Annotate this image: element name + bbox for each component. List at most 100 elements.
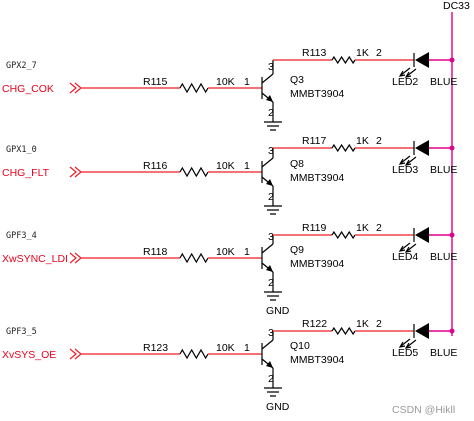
- supply-label: DC33: [443, 0, 470, 12]
- led-color-label: BLUE: [430, 76, 457, 88]
- led-icon: [415, 52, 429, 68]
- port-arrow-icon: [69, 82, 82, 94]
- led-color-label: BLUE: [430, 251, 457, 263]
- base-pin-number: 1: [244, 160, 250, 172]
- led-resistor-symbol: [331, 230, 356, 240]
- ground-icon: [264, 205, 282, 215]
- signal-name: XwSYNC_LDI: [2, 253, 68, 265]
- led-resistor-pin: 2: [376, 318, 382, 330]
- transistor-collector: [261, 73, 274, 84]
- led-resistor-value: 1K: [356, 135, 369, 147]
- led-ref: LED3: [392, 164, 418, 176]
- junction-dot-icon: [449, 145, 455, 151]
- transistor-collector: [261, 339, 274, 350]
- ground-icon: [264, 291, 282, 301]
- led-resistor-ref: R122: [302, 318, 327, 330]
- transistor-collector: [261, 157, 274, 168]
- transistor-part-number: MMBT3904: [290, 354, 344, 366]
- collector-pin-number: 3: [268, 61, 274, 73]
- base-resistor-ref: R116: [143, 160, 167, 172]
- transistor-ref: Q3: [290, 74, 304, 86]
- power-rail: DC33: [443, 0, 470, 336]
- led-color-label: BLUE: [430, 347, 457, 359]
- led-ref: LED4: [392, 251, 418, 263]
- transistor-collector: [261, 243, 274, 254]
- collector-pin-number: 3: [268, 231, 274, 243]
- gpio-label: GPX2_7: [6, 61, 37, 71]
- emitter-pin-number: 2: [268, 373, 274, 385]
- led-resistor-ref: R119: [302, 222, 326, 234]
- led-resistor-value: 1K: [356, 318, 369, 330]
- base-pin-number: 1: [244, 246, 250, 258]
- led-emission-icon: [398, 155, 417, 166]
- emitter-arrow-icon: [266, 265, 273, 272]
- watermark: CSDN @Hikll: [392, 404, 455, 416]
- led-icon: [415, 227, 429, 243]
- base-resistor-value: 10K: [216, 160, 235, 172]
- signal-name: XvSYS_OE: [2, 349, 56, 361]
- led-emission-icon: [398, 242, 417, 253]
- led-emission-icon: [398, 338, 417, 349]
- base-resistor-symbol: [179, 252, 209, 264]
- led-resistor-value: 1K: [356, 222, 369, 234]
- base-resistor-value: 10K: [216, 76, 235, 88]
- base-resistor-ref: R115: [143, 76, 167, 88]
- junction-dot-icon: [449, 232, 455, 238]
- ground-label: GND: [266, 305, 290, 317]
- signal-name: CHG_FLT: [2, 167, 50, 179]
- emitter-pin-number: 2: [268, 107, 274, 119]
- led-resistor-symbol: [331, 55, 356, 65]
- emitter-arrow-icon: [266, 361, 273, 368]
- collector-pin-number: 3: [268, 145, 274, 157]
- emitter-pin-number: 2: [268, 277, 274, 289]
- transistor-ref: Q10: [290, 340, 310, 352]
- junction-dot-icon: [449, 57, 455, 63]
- led-icon: [415, 140, 429, 156]
- led-resistor-symbol: [331, 326, 356, 336]
- base-resistor-symbol: [179, 82, 209, 94]
- port-arrow-icon: [69, 166, 82, 178]
- led-resistor-pin: 2: [376, 47, 382, 59]
- base-resistor-value: 10K: [216, 246, 235, 258]
- emitter-arrow-icon: [266, 179, 273, 186]
- transistor-ref: Q9: [290, 244, 304, 256]
- signal-name: CHG_COK: [2, 83, 54, 95]
- base-resistor-value: 10K: [216, 342, 235, 354]
- led-resistor-ref: R117: [302, 135, 326, 147]
- ground-label: GND: [266, 401, 290, 413]
- led-icon: [415, 323, 429, 339]
- base-resistor-ref: R118: [143, 246, 167, 258]
- base-resistor-symbol: [179, 166, 209, 178]
- led-emission-icon: [398, 67, 417, 78]
- led-ref: LED2: [392, 76, 418, 88]
- port-arrow-icon: [69, 348, 82, 360]
- led-color-label: BLUE: [430, 164, 457, 176]
- port-arrow-icon: [69, 252, 82, 264]
- base-resistor-ref: R123: [143, 342, 168, 354]
- transistor-part-number: MMBT3904: [290, 258, 344, 270]
- transistor-part-number: MMBT3904: [290, 88, 344, 100]
- junction-dot-icon: [449, 328, 455, 334]
- led-resistor-pin: 2: [376, 222, 382, 234]
- emitter-arrow-icon: [266, 95, 273, 102]
- transistor-part-number: MMBT3904: [290, 172, 344, 184]
- led-resistor-value: 1K: [356, 47, 369, 59]
- led-resistor-ref: R113: [302, 47, 326, 59]
- base-pin-number: 1: [244, 76, 250, 88]
- led-ref: LED5: [392, 347, 418, 359]
- transistor-ref: Q8: [290, 158, 304, 170]
- base-resistor-symbol: [179, 348, 209, 360]
- gpio-label: GPF3_4: [6, 231, 37, 241]
- led-resistor-pin: 2: [376, 135, 382, 147]
- base-pin-number: 1: [244, 342, 250, 354]
- collector-pin-number: 3: [268, 327, 274, 339]
- gpio-label: GPX1_0: [6, 145, 37, 155]
- ground-icon: [264, 121, 282, 131]
- gpio-label: GPF3_5: [6, 327, 37, 337]
